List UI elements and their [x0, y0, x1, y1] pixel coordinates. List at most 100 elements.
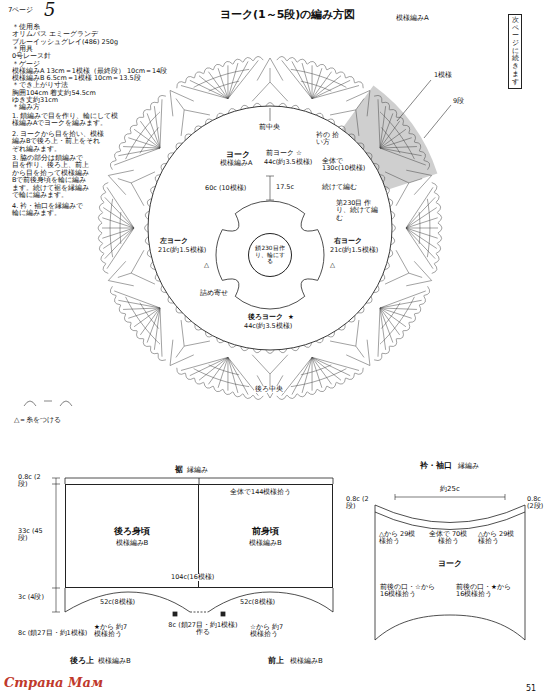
fan-stitch — [312, 68, 322, 98]
picot — [176, 306, 182, 313]
picot — [392, 224, 396, 233]
picot — [385, 186, 390, 194]
chain-arch — [252, 82, 288, 101]
node-text: 後ろ身頃 — [114, 525, 150, 538]
chart-label: 後ろ上 — [70, 656, 94, 665]
fan-stitch — [302, 357, 312, 393]
pattern-note: 1. 鎖編みで目を作り、輪にして模様編みAでヨークを編みます。 — [12, 113, 120, 128]
picot — [385, 262, 390, 270]
scallop — [414, 305, 420, 314]
picot — [176, 143, 182, 150]
chart-label: 33c (45段) — [18, 528, 46, 543]
scallop — [213, 64, 222, 70]
fan-row — [126, 112, 160, 159]
node-text: 模様編みB — [116, 538, 149, 548]
fan-row — [419, 212, 421, 244]
fan-stitch — [312, 86, 359, 99]
picot — [151, 262, 156, 270]
scallop — [223, 61, 233, 66]
fan-stitch — [123, 147, 160, 149]
scallop — [110, 160, 116, 169]
fan-stitch — [312, 357, 313, 390]
chart-label: 44c(約3.5模様) — [264, 159, 312, 166]
scallop — [137, 117, 144, 125]
leader-line — [424, 105, 451, 138]
stitch-symbol — [24, 401, 72, 406]
highlighted-repeat — [342, 86, 438, 191]
fan-stitch — [380, 121, 400, 148]
fan-stitch — [160, 308, 162, 357]
chart-label: 60c (10模様) — [205, 185, 246, 192]
picot — [185, 316, 192, 322]
neck-edge — [375, 505, 525, 530]
scallop — [119, 142, 125, 151]
chart-label: 左ヨーク — [160, 238, 188, 245]
scallop — [253, 56, 263, 60]
chart-label: 44c(約3.5模様) — [244, 323, 292, 330]
scallop — [99, 244, 104, 254]
chain-arch — [181, 320, 210, 346]
pattern-note: 5 — [44, 0, 55, 21]
fan-stitch — [190, 80, 228, 98]
chart-label: 前中央 — [259, 124, 280, 131]
picot — [348, 134, 355, 140]
fan-row — [194, 69, 249, 87]
scallop — [150, 102, 158, 109]
fan-stitch — [380, 147, 417, 149]
picot — [147, 198, 151, 206]
picot — [373, 285, 379, 292]
chart-title: ヨーク(1～5段)の編み方図 — [220, 9, 355, 22]
leaders — [24, 80, 451, 406]
neck-dimension — [395, 494, 505, 500]
picot — [145, 224, 149, 233]
chart-label: 全体で144模様拾う — [230, 489, 291, 496]
fan-stitch — [118, 300, 160, 308]
scallop — [297, 59, 307, 64]
picot — [145, 237, 149, 245]
chart-label: 52c(8模様) — [240, 599, 275, 606]
fan-stitch — [228, 357, 238, 393]
fan-stitch — [228, 357, 248, 394]
picot — [338, 126, 345, 132]
chart-label: 前ヨーク ☆ — [266, 150, 302, 157]
chart-label: 8c (鎖27目・約1模様) 作る — [168, 622, 238, 637]
fan-stitch — [123, 308, 160, 310]
chart-label: 前上 — [268, 656, 284, 665]
armhole-edge — [375, 615, 525, 640]
picot — [217, 338, 225, 343]
chart-label: 17.5c — [276, 184, 294, 191]
fan-stitch — [380, 148, 422, 156]
scallop — [195, 378, 204, 384]
chain-arch — [252, 355, 288, 374]
scallop — [403, 125, 410, 133]
back-upper-outline — [65, 588, 190, 612]
scallop — [253, 395, 263, 399]
scallop — [434, 192, 439, 202]
back-body-panel: 後ろ身頃模様編みB — [65, 484, 199, 588]
yoke-outline — [216, 201, 324, 309]
chain-arch — [108, 170, 133, 195]
scallop — [213, 386, 222, 392]
fan-stitch — [282, 357, 312, 395]
node-text: 前身頃 — [252, 525, 279, 538]
fan-stitch — [102, 228, 134, 238]
scallop — [130, 323, 137, 331]
picot — [358, 143, 364, 150]
picot — [217, 113, 225, 118]
fan-row — [291, 69, 346, 87]
scallop — [177, 82, 185, 89]
chain-arch — [346, 90, 370, 116]
fan-stitch — [302, 63, 312, 99]
scallop — [287, 394, 297, 399]
node-text: 次ページに続きます — [512, 17, 519, 86]
chain-arch — [406, 261, 431, 286]
scallop — [103, 183, 108, 193]
picot — [195, 126, 202, 132]
pattern-note: 3. 脇の部分は鎖編みで目を作り、後ろ上、前上から目を拾って模様編みBで前後身頃… — [12, 155, 90, 200]
scallop — [287, 57, 297, 62]
scallop — [243, 394, 253, 399]
scallop — [374, 95, 382, 102]
scallop — [143, 339, 150, 347]
chart-label: 右ヨーク — [334, 238, 362, 245]
chart-label: 1模様 — [433, 72, 453, 79]
